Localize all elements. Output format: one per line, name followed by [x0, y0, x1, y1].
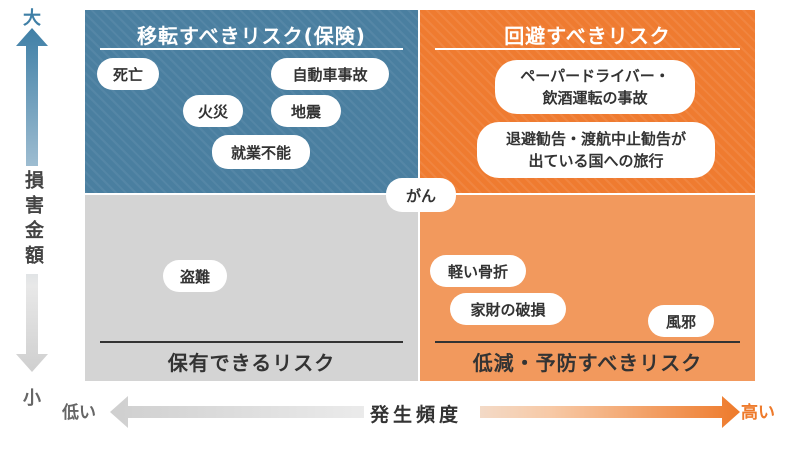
risk-pill: 火災	[183, 95, 243, 127]
quadrant-title: 低減・予防すべきリスク	[472, 351, 703, 375]
risk-pill: 退避勧告・渡航中止勧告が 出ている国への旅行	[477, 122, 715, 178]
title-underline	[100, 341, 403, 343]
x-axis-label-bg	[364, 398, 480, 426]
risk-pill-line: 退避勧告・渡航中止勧告が	[505, 130, 686, 148]
y-axis-label-char: 損害金額	[22, 170, 44, 270]
quadrant-transfer: 移転すべきリスク(保険) 死亡 自動車事故 火災 地震 就業不能	[85, 10, 418, 193]
quadrant-title: 移転すべきリスク(保険)	[137, 24, 366, 48]
risk-pill: 地震	[271, 95, 341, 127]
risk-pill: 自動車事故	[271, 58, 389, 90]
risk-pill: 家財の破損	[450, 293, 566, 325]
risk-pill: 死亡	[97, 58, 159, 90]
quadrant-reduce: 軽い骨折 家財の破損 風邪 低減・予防すべきリスク	[420, 195, 755, 381]
x-axis-right-label: 高い	[741, 403, 775, 423]
risk-pill: 風邪	[648, 305, 714, 337]
quadrant-retain: 盗難 保有できるリスク	[85, 195, 418, 381]
risk-pill: 軽い骨折	[430, 255, 526, 287]
risk-pill-line: ペーパードライバー・	[520, 67, 670, 85]
x-axis-label: 発生頻度	[370, 404, 463, 426]
risk-pill-line: 出ている国への旅行	[528, 152, 664, 170]
risk-pill-center: がん	[386, 178, 456, 212]
risk-pill-line: 飲酒運転の事故	[542, 89, 648, 107]
x-axis-left-label: 低い	[62, 403, 96, 423]
risk-pill: 盗難	[163, 260, 227, 292]
quadrant-title: 回避すべきリスク	[504, 24, 671, 48]
y-axis-top-label: 大	[23, 8, 41, 29]
risk-pill: ペーパードライバー・ 飲酒運転の事故	[495, 60, 695, 114]
title-underline	[435, 341, 740, 343]
quadrant-avoid: 回避すべきリスク ペーパードライバー・ 飲酒運転の事故 退避勧告・渡航中止勧告が…	[420, 10, 755, 193]
y-axis-label: 損害金額	[18, 166, 48, 274]
title-underline	[100, 48, 403, 50]
quadrant-title: 保有できるリスク	[167, 351, 336, 375]
risk-pill: 就業不能	[212, 135, 310, 169]
y-axis-bottom-label: 小	[23, 388, 41, 409]
title-underline	[435, 48, 740, 50]
